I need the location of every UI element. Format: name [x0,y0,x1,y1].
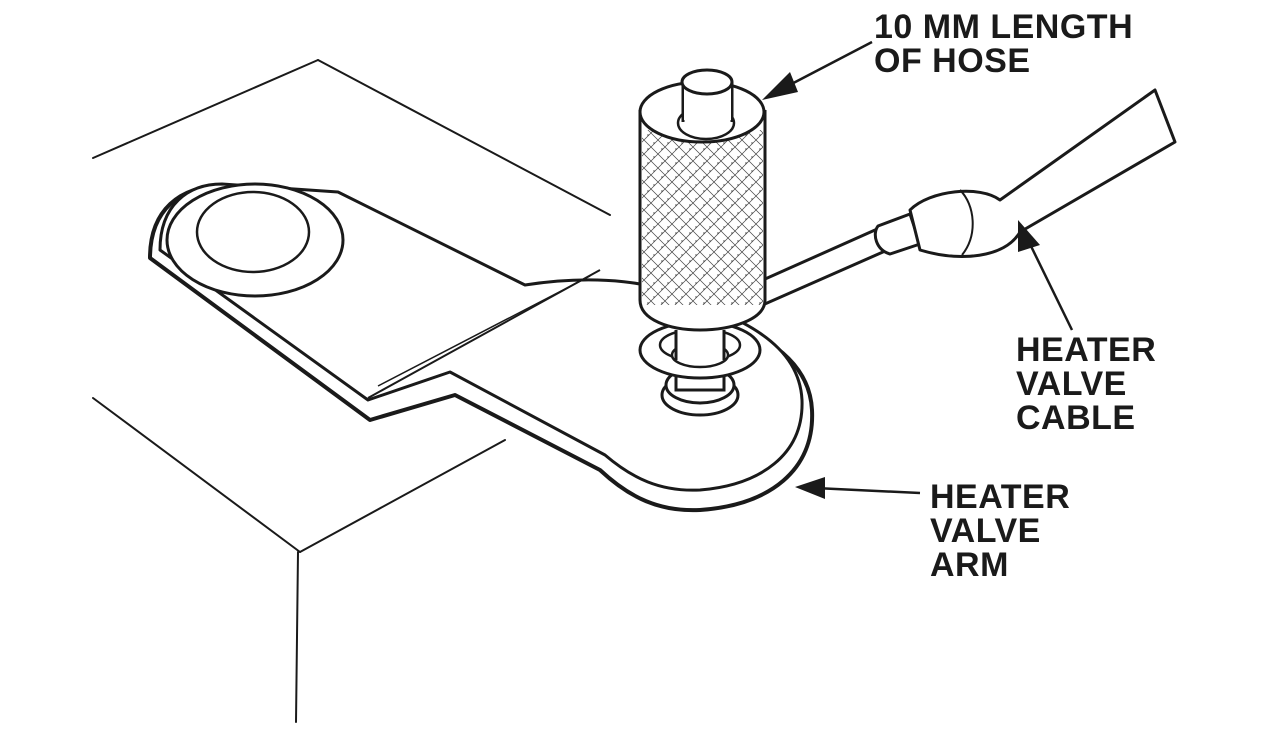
cable-label-line-3: CABLE [1016,399,1136,437]
heater-valve-cable [717,88,1177,324]
hose-label-line-1: 10 MM LENGTH [874,8,1134,46]
arm-label-line-2: VALVE [930,512,1041,550]
hose-and-pin [638,68,767,417]
heater-valve-cable-label: HEATER VALVE CABLE [1016,333,1156,435]
hose-label-line-2: OF HOSE [874,42,1031,80]
heater-valve-arm [148,182,815,513]
cable-label-line-2: VALVE [1016,365,1127,403]
housing-panel-edges [92,59,611,723]
arm-label-line-1: HEATER [930,478,1071,516]
hose-label: 10 MM LENGTH OF HOSE [874,10,1133,78]
cable-label-line-1: HEATER [1016,331,1157,369]
leader-arrows [762,40,1074,499]
heater-valve-arm-label: HEATER VALVE ARM [930,480,1070,582]
arm-label-line-3: ARM [930,546,1009,584]
